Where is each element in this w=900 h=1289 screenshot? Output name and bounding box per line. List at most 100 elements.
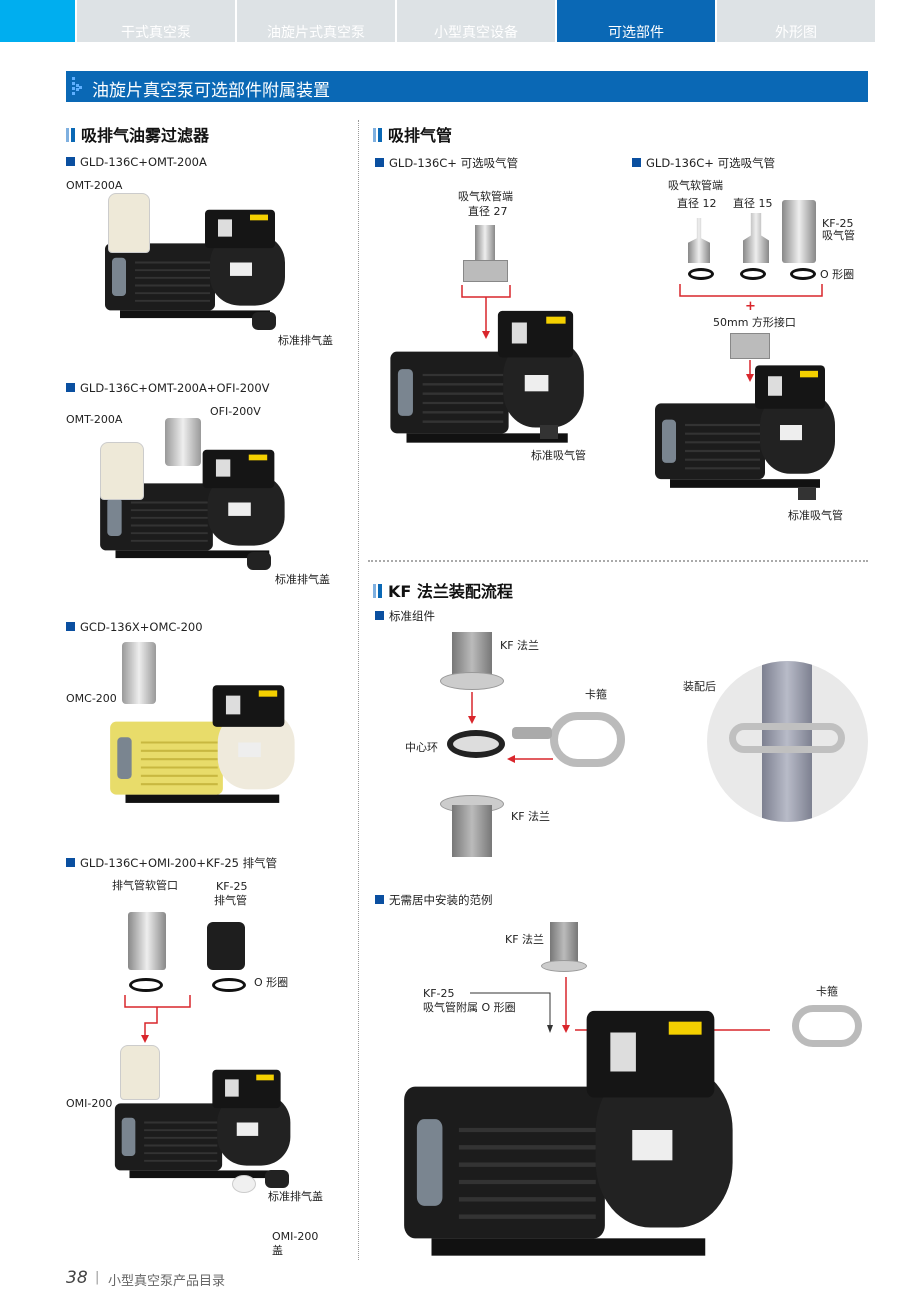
label: 排气管 bbox=[214, 894, 247, 907]
item-title-text: GCD-136X+OMC-200 bbox=[80, 620, 203, 634]
pump-image bbox=[650, 360, 850, 490]
label: OMT-200A bbox=[66, 413, 123, 426]
square-flange-image bbox=[463, 260, 508, 282]
exhaust-cap-image bbox=[247, 552, 271, 570]
pump-drawing bbox=[114, 1069, 291, 1179]
item-title-text: GLD-136C+OMT-200A+OFI-200V bbox=[80, 381, 270, 395]
filter-image bbox=[122, 642, 156, 704]
hose-fitting-12-image bbox=[688, 218, 710, 263]
hose-fitting-image bbox=[475, 225, 495, 263]
heading-text: 吸排气油雾过滤器 bbox=[81, 126, 210, 145]
label: OFI-200V bbox=[210, 405, 261, 418]
o-ring-icon bbox=[790, 268, 816, 280]
item-title-text: GLD-136C+OMI-200+KF-25 排气管 bbox=[80, 856, 278, 870]
section-heading-pipes: 吸排气管 bbox=[373, 122, 452, 146]
item-title-text: GLD-136C+ 可选吸气管 bbox=[646, 156, 776, 170]
plus-sign: + bbox=[745, 299, 756, 314]
label: 排气管软管口 bbox=[112, 879, 178, 892]
item-title: GLD-136C+ 可选吸气管 bbox=[375, 155, 518, 171]
label: OMC-200 bbox=[66, 692, 117, 705]
filter-image bbox=[120, 1045, 160, 1100]
hose-fitting-15-image bbox=[743, 213, 769, 263]
exhaust-cap-image bbox=[252, 312, 276, 330]
item-title: GLD-136C+OMI-200+KF-25 排气管 bbox=[66, 855, 277, 871]
wing-nut-image bbox=[512, 727, 552, 739]
label: OMI-200 bbox=[66, 1097, 113, 1110]
label: KF 法兰 bbox=[500, 639, 540, 652]
red-arrow bbox=[468, 692, 476, 724]
tab-dimensions[interactable]: 外形图 bbox=[717, 0, 875, 42]
pump-drawing bbox=[100, 449, 285, 559]
label: O 形圈 bbox=[254, 976, 289, 989]
item-title: GCD-136X+OMC-200 bbox=[66, 620, 203, 634]
label: KF 法兰 bbox=[511, 810, 551, 823]
o-ring-icon bbox=[212, 978, 246, 992]
kf-flange-image bbox=[541, 960, 587, 972]
item-title: 标准组件 bbox=[375, 608, 435, 624]
kf25-exhaust-pipe-image bbox=[207, 922, 245, 970]
label: 中心环 bbox=[405, 741, 438, 754]
column-divider bbox=[358, 120, 359, 1260]
label: KF 法兰 bbox=[505, 933, 545, 946]
pump-drawing bbox=[110, 685, 295, 803]
centering-ring-image bbox=[447, 730, 505, 758]
item-title: GLD-136C+ 可选吸气管 bbox=[632, 155, 775, 171]
label: 标准吸气管 bbox=[788, 509, 843, 522]
pump-drawing bbox=[404, 1010, 733, 1256]
tab-optional-parts[interactable]: 可选部件 bbox=[557, 0, 715, 42]
filter-image bbox=[108, 193, 150, 253]
page-title-bar: 油旋片真空泵可选部件附属装置 bbox=[66, 71, 868, 102]
page-title: 油旋片真空泵可选部件附属装置 bbox=[92, 81, 330, 101]
label: 标准排气盖 bbox=[278, 334, 333, 347]
red-arrow bbox=[746, 360, 754, 382]
omi-cap-image bbox=[232, 1175, 256, 1193]
footer-separator: | bbox=[95, 1270, 100, 1285]
label: 吸气管 bbox=[822, 229, 855, 242]
item-title: 无需居中安装的范例 bbox=[375, 892, 493, 908]
label: 盖 bbox=[272, 1244, 283, 1257]
label: 卡箍 bbox=[816, 985, 838, 998]
item-title: GLD-136C+OMT-200A+OFI-200V bbox=[66, 381, 270, 395]
clamp-image bbox=[729, 723, 845, 753]
item-title-text: GLD-136C+OMT-200A bbox=[80, 155, 207, 169]
label: OMI-200 bbox=[272, 1230, 319, 1243]
kf-flange-pipe-image bbox=[452, 632, 492, 677]
tab-small-equipment[interactable]: 小型真空设备 bbox=[397, 0, 555, 42]
corner-block bbox=[0, 0, 75, 42]
pump-image bbox=[110, 1065, 305, 1180]
tab-oil-rotary-pump[interactable]: 油旋片式真空泵 bbox=[237, 0, 395, 42]
item-title-text: 无需居中安装的范例 bbox=[389, 893, 493, 907]
o-ring-icon bbox=[688, 268, 714, 280]
kf-flange-image bbox=[440, 672, 504, 690]
label: 标准排气盖 bbox=[275, 573, 330, 586]
section-divider bbox=[368, 560, 868, 562]
pump-image bbox=[100, 205, 300, 320]
label: 50mm 方形接口 bbox=[713, 316, 796, 329]
red-arrow-bracket bbox=[124, 995, 191, 1043]
label: 装配后 bbox=[683, 680, 716, 693]
label: KF-25 bbox=[216, 880, 248, 893]
item-title: GLD-136C+OMT-200A bbox=[66, 155, 207, 169]
label: 吸气软管端 bbox=[668, 179, 723, 192]
pump-drawing bbox=[655, 365, 835, 488]
pipe-image bbox=[762, 661, 812, 822]
heading-text: 吸排气管 bbox=[388, 126, 453, 145]
assembled-view-circle bbox=[707, 661, 868, 822]
label: 吸气软管端 bbox=[458, 190, 513, 203]
tab-dry-pump[interactable]: 干式真空泵 bbox=[77, 0, 235, 42]
pump-image-yellow bbox=[105, 680, 310, 805]
kf-flange-pipe-image bbox=[452, 805, 492, 857]
o-ring-icon bbox=[740, 268, 766, 280]
exhaust-cap-image bbox=[265, 1170, 289, 1188]
red-arrow-bracket bbox=[461, 285, 511, 339]
label: 直径 12 bbox=[677, 197, 717, 210]
label: 直径 27 bbox=[468, 205, 508, 218]
label: KF-25 bbox=[423, 987, 455, 1000]
red-bracket bbox=[679, 284, 823, 297]
filter-image bbox=[100, 442, 144, 500]
pump-drawing bbox=[105, 209, 285, 319]
label: 吸气管附属 O 形圈 bbox=[423, 1001, 516, 1014]
pump-image-large bbox=[395, 1000, 760, 1260]
section-heading-filters: 吸排气油雾过滤器 bbox=[66, 122, 209, 146]
section-heading-kf: KF 法兰装配流程 bbox=[373, 578, 513, 602]
